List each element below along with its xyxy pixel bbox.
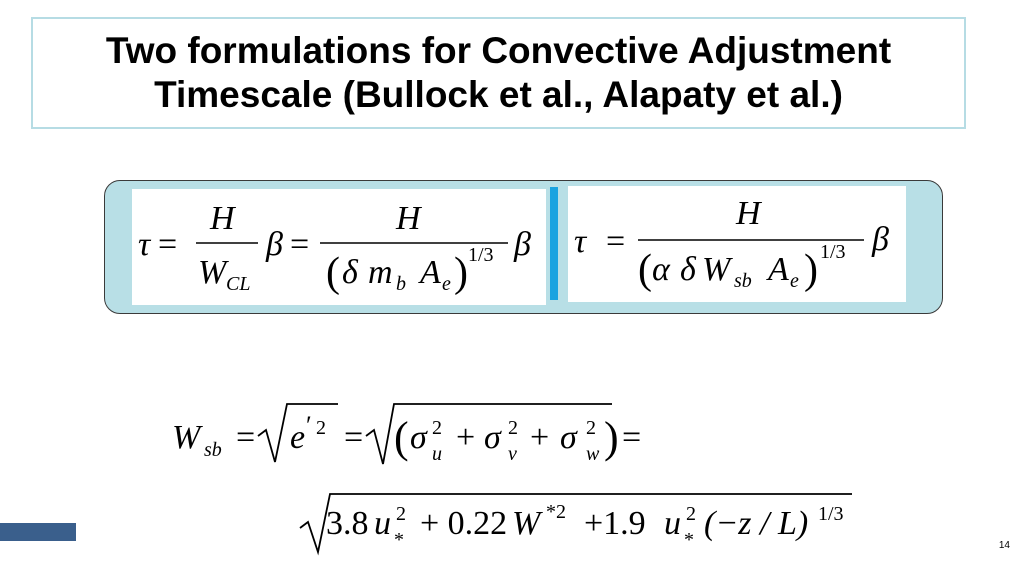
w-symbol: W: [172, 419, 203, 456]
a-symbol: A: [418, 254, 441, 291]
coef-0-22: + 0.22: [420, 505, 507, 542]
numerator-h-2: H: [395, 200, 423, 237]
formula-panel: τ = H W CL β = H ( δ m b A e ) 1/3 β: [104, 180, 943, 314]
denominator-w: W: [198, 254, 229, 291]
title-line-2: Timescale (Bullock et al., Alapaty et al…: [154, 74, 843, 115]
sigma-v-sq: 2: [508, 417, 518, 439]
bullock-formula: τ = H W CL β = H ( δ m b A e ) 1/3 β: [138, 200, 531, 296]
subscript-w: w: [586, 443, 600, 465]
plus-sign: +: [456, 419, 475, 456]
stability-term: (−z / L): [704, 505, 808, 542]
right-paren: ): [804, 247, 818, 293]
beta-symbol: β: [871, 221, 889, 258]
right-paren: ): [604, 413, 619, 462]
sqrt-sign-1: [257, 403, 338, 463]
alapaty-formula: τ = H ( α δ W sb A e ) 1/3 β: [574, 195, 889, 293]
alapaty-formula-box: τ = H ( α δ W sb A e ) 1/3 β: [568, 186, 906, 302]
star-subscript-2: *: [684, 529, 694, 551]
w-star: W: [512, 505, 543, 542]
subscript-e: e: [790, 270, 799, 292]
w-star-exp: *2: [546, 501, 566, 523]
exponent-one-third: 1/3: [818, 503, 844, 525]
superscript-2: 2: [316, 417, 326, 439]
bullock-formula-box: τ = H W CL β = H ( δ m b A e ) 1/3 β: [132, 189, 546, 305]
prime-symbol: ′: [306, 411, 312, 440]
m-symbol: m: [368, 254, 393, 291]
u-star-2: u: [664, 505, 681, 542]
equals-sign-2: =: [344, 419, 363, 456]
coef-1-9: +1.9: [584, 505, 646, 542]
formula-divider: [550, 187, 558, 300]
subscript-sb: sb: [734, 270, 752, 292]
delta-symbol: δ: [680, 251, 697, 288]
beta-symbol-2: β: [513, 226, 531, 263]
subscript-cl: CL: [226, 273, 250, 295]
numerator-h: H: [209, 200, 237, 237]
a-symbol: A: [766, 251, 789, 288]
equals-sign-2: =: [290, 226, 309, 263]
subscript-e: e: [442, 273, 451, 295]
u-star-2-sq: 2: [686, 503, 696, 525]
equals-sign: =: [606, 223, 625, 260]
right-paren: ): [454, 250, 468, 296]
title-box: Two formulations for Convective Adjustme…: [31, 17, 966, 129]
equals-sign: =: [236, 419, 255, 456]
sigma-u-sq: 2: [432, 417, 442, 439]
exponent-one-third: 1/3: [468, 244, 494, 266]
alpha-symbol: α: [652, 251, 671, 288]
sigma-v: σ: [484, 419, 502, 456]
star-subscript: *: [394, 529, 404, 551]
sigma-w-sq: 2: [586, 417, 596, 439]
delta-symbol: δ: [342, 254, 359, 291]
subscript-b: b: [396, 273, 406, 295]
sigma-u: σ: [410, 419, 428, 456]
tau-symbol: τ: [138, 226, 152, 263]
page-number: 14: [998, 540, 1010, 551]
subscript-v: v: [508, 443, 517, 465]
sqrt-sign-3: [299, 493, 852, 556]
beta-symbol: β: [265, 226, 283, 263]
footer-accent-bar: [0, 523, 76, 541]
e-symbol: e: [290, 419, 305, 456]
w-symbol: W: [702, 251, 733, 288]
numerator-h: H: [735, 195, 763, 232]
left-paren: (: [326, 250, 340, 296]
equals-sign-3: =: [622, 419, 641, 456]
left-paren: (: [394, 413, 409, 462]
sqrt-sign-2: [365, 403, 612, 465]
coef-3-8: 3.8: [326, 505, 369, 542]
u-star: u: [374, 505, 391, 542]
plus-sign-2: +: [530, 419, 549, 456]
subscript-u: u: [432, 443, 442, 465]
subscript-sb: sb: [204, 439, 222, 461]
left-paren: (: [638, 247, 652, 293]
equals-sign: =: [158, 226, 177, 263]
title-line-1: Two formulations for Convective Adjustme…: [105, 30, 892, 71]
sigma-w: σ: [560, 419, 578, 456]
exponent-one-third: 1/3: [820, 241, 846, 263]
u-star-sq: 2: [396, 503, 406, 525]
tau-symbol: τ: [574, 223, 588, 260]
